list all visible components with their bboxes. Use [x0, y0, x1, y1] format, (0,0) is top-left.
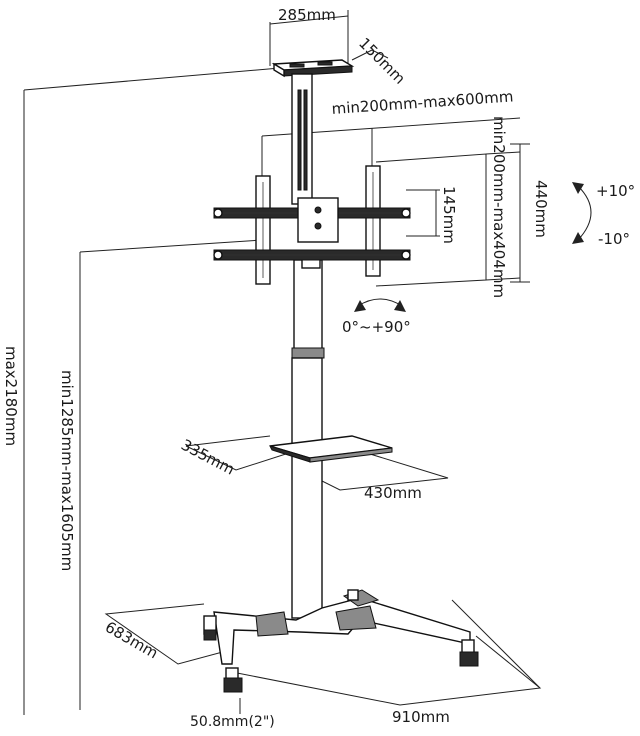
- label-bracket-spacing: 145mm: [440, 186, 458, 244]
- label-caster-size: 50.8mm(2"): [190, 714, 275, 730]
- label-shelf-depth: 335mm: [178, 436, 238, 479]
- main-pole: [291, 257, 325, 619]
- base: [203, 589, 479, 693]
- label-shelf-width: 430mm: [364, 484, 422, 502]
- tilt-arrow-icon: [572, 182, 592, 244]
- label-mount-height: min1285mm-max1605mm: [58, 370, 76, 571]
- label-tilt-down: -10°: [598, 230, 630, 248]
- dimension-lines: [23, 10, 542, 715]
- tv-stand: [203, 59, 479, 693]
- label-vesa-vertical: min200mm-max404mm: [490, 116, 508, 298]
- top-plate: [271, 59, 355, 78]
- label-vesa-horizontal: min200mm-max600mm: [331, 87, 514, 118]
- caster-front: [223, 667, 243, 693]
- label-total-height: max2180mm: [2, 346, 20, 446]
- vesa-bracket: [213, 165, 411, 285]
- rotation-arrow-icon: [354, 298, 406, 312]
- caster-front-left: [203, 615, 217, 641]
- label-bracket-height: 440mm: [532, 180, 550, 238]
- label-base-depth: 683mm: [102, 618, 161, 663]
- label-rotation: 0°~+90°: [342, 318, 411, 336]
- upper-column: [291, 73, 313, 205]
- caster-back: [347, 589, 359, 601]
- caster-right: [459, 639, 479, 667]
- label-top-plate-width: 285mm: [278, 6, 336, 24]
- label-top-plate-depth: 150mm: [355, 34, 409, 88]
- shelf: [269, 435, 393, 463]
- label-tilt-up: +10°: [596, 182, 635, 200]
- label-base-width: 910mm: [392, 708, 450, 726]
